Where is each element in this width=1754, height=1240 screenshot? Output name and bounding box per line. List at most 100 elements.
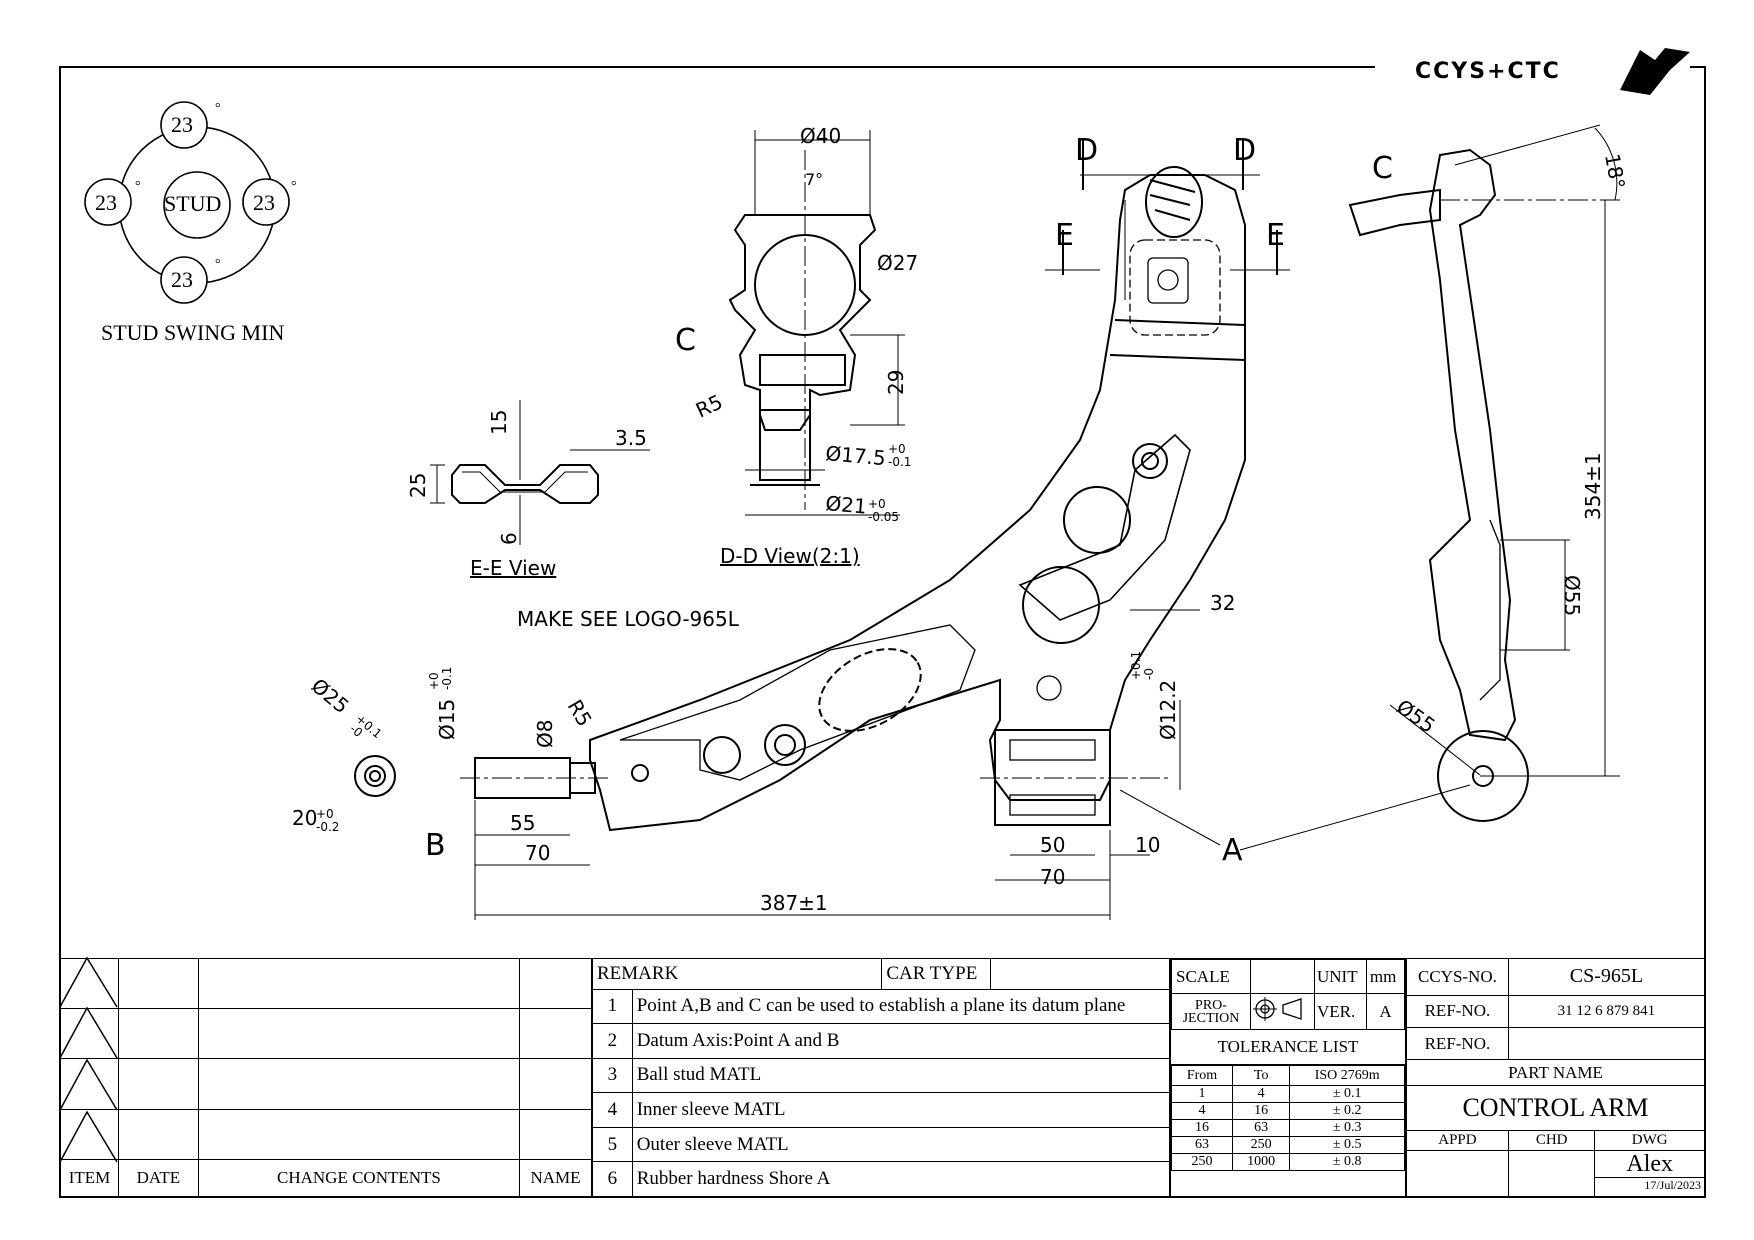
dim-6: 6: [497, 532, 521, 545]
point-a-label: A: [1222, 833, 1243, 868]
stud-left-label: 23: [95, 190, 117, 215]
stud-top-label: 23: [171, 112, 193, 137]
dim-25: 25: [406, 473, 430, 498]
remark-no: 2: [592, 1023, 633, 1059]
brand-logo: CCYS+CTC: [1415, 48, 1690, 95]
stud-bottom-label: 23: [171, 267, 193, 292]
main-view-labels: MAKE SEE LOGO-965L D D E E 32 Ø12.2 +0.1…: [292, 133, 1285, 915]
tol-value: ± 0.3: [1289, 1119, 1405, 1137]
remark-text: Ball stud MATL: [631, 1057, 1171, 1094]
scale-block: SCALE UNIT mm PRO- JECTION VER. A TOLERA…: [1170, 958, 1406, 1197]
dd-view-labels: Ø40 7° Ø27 29 R5 C Ø17.5 +0 -0.1 Ø21 +0 …: [675, 124, 918, 568]
section-d-left: D: [1075, 133, 1098, 168]
tol-up: +0: [316, 807, 334, 821]
dim-d40: Ø40: [800, 124, 841, 148]
dim-15: 15: [487, 410, 511, 435]
tol-low: -0.1: [440, 667, 454, 690]
date-header: DATE: [117, 1158, 199, 1198]
degree-mark: °: [215, 101, 221, 116]
car-type-header: CAR TYPE: [881, 958, 1170, 990]
tol-from: 4: [1171, 1102, 1233, 1120]
remark-header: REMARK: [591, 958, 883, 990]
logo-mark-icon: [1620, 48, 1690, 95]
dim-r5b: R5: [563, 696, 597, 731]
dim-d21: Ø21: [825, 491, 868, 518]
dim-55: 55: [510, 811, 535, 835]
tol-to: 250: [1231, 1136, 1291, 1154]
dim-20: 20: [292, 806, 317, 830]
remark-text: Rubber hardness Shore A: [631, 1161, 1171, 1197]
remark-text: Point A,B and C can be used to establish…: [631, 988, 1171, 1025]
tol-to: 63: [1231, 1119, 1291, 1137]
dim-d25: Ø25: [307, 673, 354, 718]
point-b-label: B: [425, 828, 446, 863]
dim-d17-5: Ø17.5: [825, 441, 887, 470]
dim-angle-7: 7°: [805, 170, 823, 189]
tol-iso-header: ISO 2769m: [1289, 1065, 1405, 1086]
part-name-value: CONTROL ARM: [1406, 1085, 1705, 1132]
ee-view-labels: 15 25 3.5 6 E-E View: [406, 410, 647, 580]
point-c-side-label: C: [1372, 151, 1393, 186]
dim-32: 32: [1210, 591, 1235, 615]
dim-d55a: Ø55: [1560, 575, 1584, 616]
tol-to: 16: [1231, 1102, 1291, 1120]
tol-low: -0: [1142, 668, 1156, 680]
tol-value: ± 0.1: [1289, 1085, 1405, 1103]
remark-no: 3: [592, 1057, 633, 1094]
ref-no2-label: REF-NO.: [1406, 1026, 1509, 1061]
dim-70b: 70: [1040, 865, 1065, 889]
drawing-frame: [59, 66, 1706, 1198]
ref-no-value: 31 12 6 879 841: [1507, 994, 1706, 1028]
dd-view-ball-joint: [728, 130, 905, 516]
dim-29: 29: [884, 370, 908, 395]
dim-d12-2: Ø12.2: [1156, 680, 1180, 740]
ee-view-title: E-E View: [470, 556, 556, 580]
logo-text: CCYS+CTC: [1415, 59, 1561, 84]
tol-up: +0: [427, 672, 441, 690]
unit-label: UNIT: [1314, 959, 1367, 994]
remark-no: 4: [592, 1092, 633, 1128]
tol-from: 16: [1171, 1119, 1233, 1137]
projection-symbol-icon: [1250, 993, 1315, 1030]
car-type-label: CAR TYPE: [882, 959, 992, 989]
dim-10: 10: [1135, 833, 1160, 857]
remark-no: 6: [592, 1161, 633, 1197]
dim-angle-18: 18°: [1600, 152, 1630, 191]
section-d-right: D: [1233, 133, 1256, 168]
stud-swing-labels: 23 23 23 23 STUD STUD SWING MIN ° ° ° °: [95, 101, 297, 345]
remark-text: Datum Axis:Point A and B: [631, 1023, 1171, 1059]
dim-70a: 70: [525, 841, 550, 865]
stud-right-label: 23: [253, 190, 275, 215]
stud-swing-diagram: [84, 101, 290, 304]
stud-center-label: STUD: [164, 191, 221, 216]
change-header: CHANGE CONTENTS: [197, 1158, 521, 1198]
ee-view-profile: [430, 400, 650, 545]
ccys-no-value: CS-965L: [1507, 958, 1706, 996]
dim-d15: Ø15: [435, 699, 459, 740]
projection-label: PRO- JECTION: [1171, 993, 1251, 1030]
section-e-right: E: [1266, 218, 1285, 253]
dim-d27: Ø27: [877, 251, 918, 275]
degree-mark: °: [291, 179, 297, 194]
tol-from: 250: [1171, 1153, 1233, 1171]
dd-view-title: D-D View(2:1): [720, 544, 860, 568]
remark-text: Inner sleeve MATL: [631, 1092, 1171, 1128]
logo-note: MAKE SEE LOGO-965L: [517, 607, 740, 631]
appd-label: APPD: [1406, 1130, 1509, 1151]
tol-from-header: From: [1171, 1065, 1233, 1086]
section-e-left: E: [1055, 218, 1074, 253]
dim-387: 387±1: [760, 891, 828, 915]
tol-low: -0.05: [868, 510, 899, 524]
item-header: ITEM: [60, 1158, 119, 1198]
dim-d55b: Ø55: [1392, 694, 1440, 737]
dim-r5: R5: [692, 390, 726, 423]
degree-mark: °: [215, 257, 221, 272]
control-arm-main-view: [354, 140, 1290, 920]
drawing-date: 17/Jul/2023: [1595, 1176, 1704, 1193]
control-arm-side-view: [1239, 124, 1620, 851]
tol-value: ± 0.8: [1289, 1153, 1405, 1171]
tol-up: +0: [888, 442, 906, 456]
ref-no2-value: [1507, 1026, 1706, 1061]
